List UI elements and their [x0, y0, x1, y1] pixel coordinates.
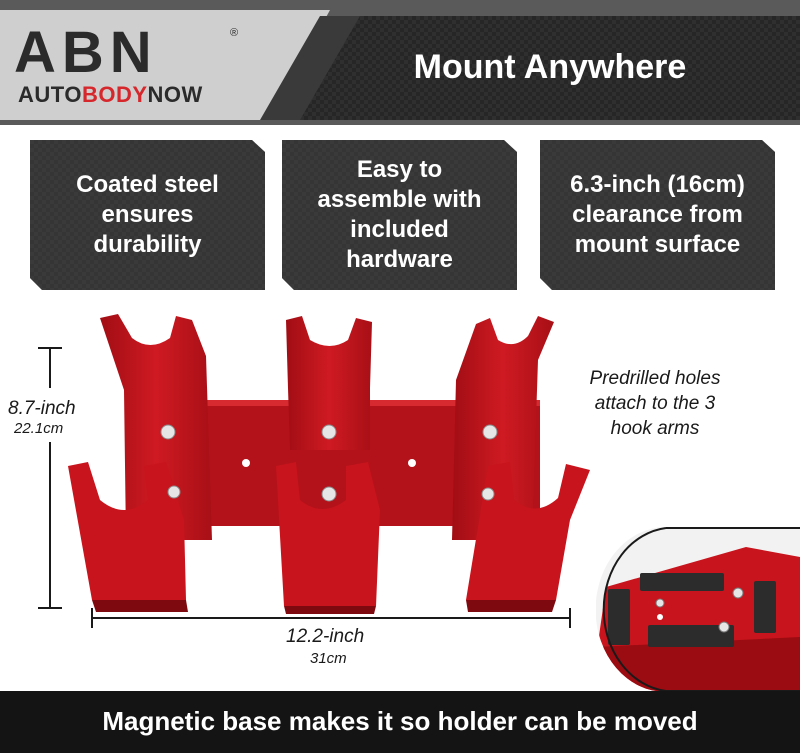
magnet-right [754, 581, 776, 633]
feature-text-clearance: 6.3-inch (16cm) clearance from mount sur… [550, 140, 765, 290]
feature-line: 6.3-inch (16cm) [570, 171, 745, 198]
screw-heads [160, 424, 498, 502]
feature-line: included [350, 216, 449, 243]
height-label: 8.7-inch [8, 398, 76, 419]
feature-line: Coated steel [76, 171, 219, 198]
feature-line: Easy to [356, 156, 443, 183]
footer-text: Magnetic base makes it so holder can be … [102, 706, 698, 736]
feature-line: assemble with [317, 186, 482, 213]
feature-text-coated-steel: Coated steel ensures durability [40, 140, 255, 290]
feature-line: clearance from [572, 201, 743, 228]
feature-card-easy-assembly: Easy to assemble with included hardware [282, 140, 517, 290]
width-dimension-line [91, 608, 571, 628]
predrilled-holes-note: Predrilled holes attach to the 3 hook ar… [560, 366, 750, 441]
feature-line: ensures [101, 201, 194, 228]
logo-wordmark: AUTOBODYNOW [18, 82, 203, 108]
magnet-left [608, 589, 630, 645]
height-sub-label: 22.1cm [14, 420, 64, 437]
feature-line: hardware [346, 246, 453, 273]
hook-arm-right [452, 316, 590, 612]
height-dimension-line [38, 347, 62, 609]
feature-line: durability [93, 231, 202, 258]
hook-arm-middle [276, 316, 380, 614]
feature-card-coated-steel: Coated steel ensures durability [30, 140, 265, 290]
note-line: attach to the 3 [594, 393, 716, 414]
magnet-top [640, 573, 724, 591]
abn-logo-mark: ABN ® [14, 20, 238, 85]
feature-text-easy-assembly: Easy to assemble with included hardware [292, 140, 507, 290]
magnetic-base-inset [596, 527, 800, 692]
card-background [282, 140, 517, 290]
note-line: Predrilled holes [589, 368, 721, 389]
footer-bar: Magnetic base makes it so holder can be … [0, 691, 800, 753]
magnet-bottom [648, 625, 734, 647]
width-label: 12.2-inch [286, 626, 365, 647]
width-sub-label: 31cm [310, 650, 347, 667]
mounting-holes [242, 459, 416, 467]
card-background [540, 140, 775, 290]
hook-arm-left [68, 314, 212, 612]
logo-word-auto: AUTO [18, 82, 82, 107]
header-banner: ABN ® AUTOBODYNOW Mount Anywhere [0, 0, 800, 125]
banner-background [0, 0, 800, 125]
registered-mark: ® [230, 27, 238, 39]
logo-word-now: NOW [147, 82, 203, 107]
logo-letters: ABN [14, 20, 158, 80]
page-title: Mount Anywhere [413, 48, 687, 86]
logo-word-body: BODY [81, 82, 148, 107]
note-line: hook arms [610, 418, 700, 439]
product-illustration [38, 314, 590, 628]
card-background [30, 140, 265, 290]
feature-line: mount surface [574, 231, 741, 258]
feature-card-clearance: 6.3-inch (16cm) clearance from mount sur… [540, 140, 775, 290]
abn-logo: ABN ® AUTOBODYNOW [6, 20, 246, 107]
